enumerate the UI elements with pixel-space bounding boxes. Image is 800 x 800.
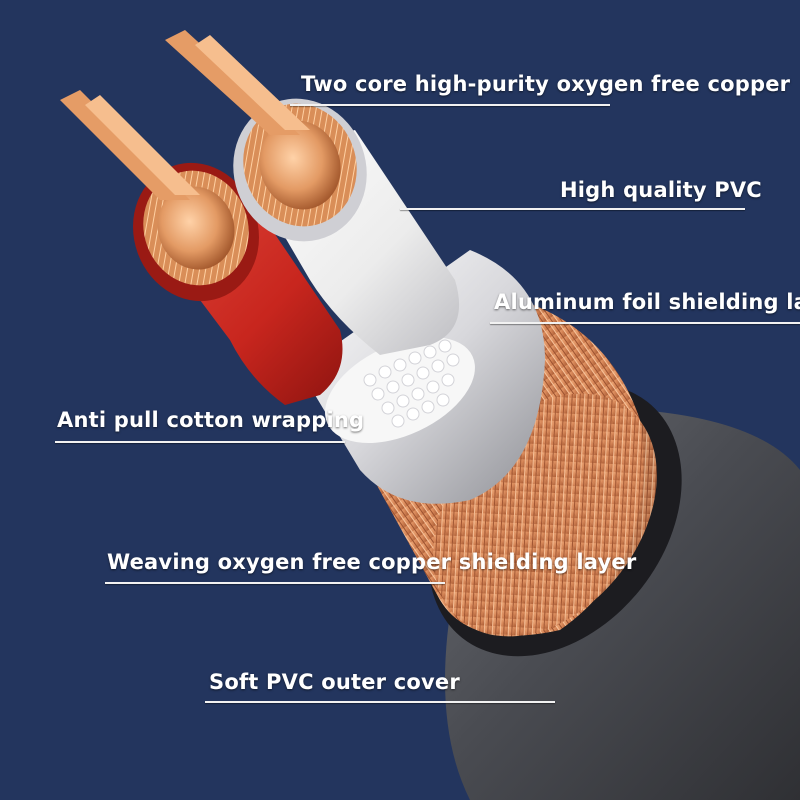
leader-line-outer (205, 701, 555, 703)
copper-conductor-left (60, 90, 249, 286)
label-pvc-insulation: High quality PVC (560, 178, 762, 202)
cotton-wrapping-layer (325, 337, 475, 443)
leader-line-cotton (55, 441, 345, 443)
label-aluminum-foil: Aluminum foil shielding layer (494, 290, 800, 314)
leader-line-core (290, 104, 610, 106)
leader-line-foil (490, 322, 800, 324)
leader-line-braid (105, 582, 445, 584)
copper-conductor-right (165, 30, 357, 227)
label-core-copper: Two core high-purity oxygen free copper (301, 72, 791, 96)
label-outer-cover: Soft PVC outer cover (209, 670, 460, 694)
leader-line-insulation (400, 208, 745, 210)
label-copper-braid: Weaving oxygen free copper shielding lay… (107, 550, 637, 574)
label-cotton-wrapping: Anti pull cotton wrapping (57, 408, 365, 432)
